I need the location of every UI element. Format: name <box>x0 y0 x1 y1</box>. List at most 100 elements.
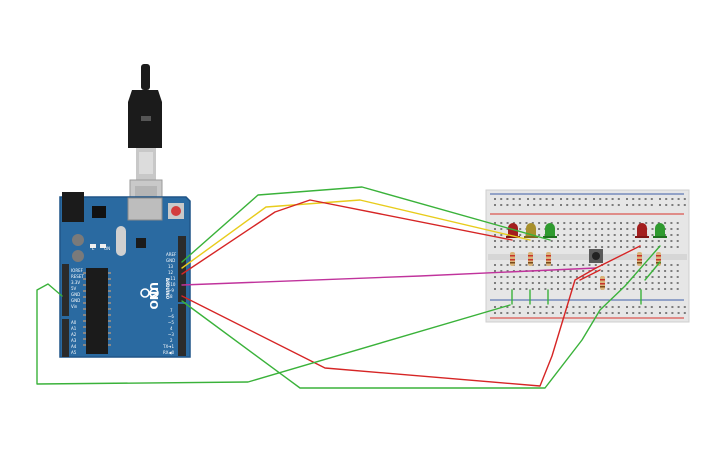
breadboard-hole[interactable] <box>594 282 597 284</box>
breadboard-hole[interactable] <box>613 240 616 242</box>
breadboard-hole[interactable] <box>500 312 503 314</box>
breadboard-hole[interactable] <box>538 276 541 278</box>
breadboard-hole[interactable] <box>593 198 595 200</box>
breadboard-hole[interactable] <box>659 312 661 314</box>
breadboard-hole[interactable] <box>611 204 614 206</box>
breadboard-hole[interactable] <box>569 234 572 236</box>
breadboard-hole[interactable] <box>683 198 686 200</box>
breadboard-hole[interactable] <box>500 198 503 200</box>
breadboard-hole[interactable] <box>563 240 566 242</box>
breadboard-hole[interactable] <box>632 222 635 224</box>
breadboard-hole[interactable] <box>607 282 610 284</box>
breadboard-hole[interactable] <box>512 204 515 206</box>
breadboard-hole[interactable] <box>512 282 515 284</box>
breadboard-hole[interactable] <box>645 288 648 290</box>
breadboard-hole[interactable] <box>544 276 547 278</box>
breadboard-hole[interactable] <box>626 270 629 272</box>
breadboard-hole[interactable] <box>578 306 581 308</box>
breadboard-hole[interactable] <box>632 240 635 242</box>
breadboard-hole[interactable] <box>670 240 673 242</box>
breadboard-hole[interactable] <box>519 234 522 236</box>
breadboard-hole[interactable] <box>638 276 641 278</box>
breadboard-hole[interactable] <box>584 204 587 206</box>
breadboard-hole[interactable] <box>632 234 635 236</box>
breadboard-hole[interactable] <box>588 276 591 278</box>
breadboard-hole[interactable] <box>607 240 610 242</box>
breadboard-hole[interactable] <box>494 240 496 242</box>
breadboard-hole[interactable] <box>638 204 641 206</box>
breadboard-hole[interactable] <box>638 288 641 290</box>
breadboard-hole[interactable] <box>506 198 509 200</box>
breadboard-hole[interactable] <box>506 228 509 230</box>
breadboard-hole[interactable] <box>494 270 496 272</box>
breadboard-hole[interactable] <box>582 282 585 284</box>
breadboard-hole[interactable] <box>531 264 534 266</box>
breadboard-hole[interactable] <box>550 276 553 278</box>
wire-magenta-pin10[interactable] <box>181 267 597 286</box>
breadboard-hole[interactable] <box>620 264 622 266</box>
breadboard-hole[interactable] <box>651 264 654 266</box>
breadboard-hole[interactable] <box>644 312 647 314</box>
breadboard-hole[interactable] <box>569 246 572 248</box>
breadboard-hole[interactable] <box>544 282 547 284</box>
breadboard-hole[interactable] <box>676 288 679 290</box>
breadboard-hole[interactable] <box>539 198 542 200</box>
breadboard-hole[interactable] <box>500 246 503 248</box>
breadboard-hole[interactable] <box>500 288 503 290</box>
breadboard-hole[interactable] <box>557 270 559 272</box>
breadboard-hole[interactable] <box>566 312 569 314</box>
breadboard-hole[interactable] <box>506 306 509 308</box>
breadboard-hole[interactable] <box>626 276 629 278</box>
breadboard-hole[interactable] <box>626 306 628 308</box>
breadboard-hole[interactable] <box>657 288 660 290</box>
breadboard-hole[interactable] <box>531 288 534 290</box>
breadboard-hole[interactable] <box>539 312 542 314</box>
breadboard-hole[interactable] <box>550 240 553 242</box>
breadboard-hole[interactable] <box>525 282 528 284</box>
breadboard-hole[interactable] <box>563 228 566 230</box>
breadboard-hole[interactable] <box>671 306 674 308</box>
breadboard-hole[interactable] <box>588 228 591 230</box>
breadboard-hole[interactable] <box>527 312 529 314</box>
breadboard-hole[interactable] <box>626 288 629 290</box>
breadboard-hole[interactable] <box>638 270 641 272</box>
breadboard-hole[interactable] <box>538 264 541 266</box>
breadboard-hole[interactable] <box>650 312 653 314</box>
breadboard-hole[interactable] <box>632 204 635 206</box>
breadboard-hole[interactable] <box>538 234 541 236</box>
breadboard-hole[interactable] <box>664 276 667 278</box>
breadboard-hole[interactable] <box>544 288 547 290</box>
breadboard-hole[interactable] <box>657 222 660 224</box>
breadboard-hole[interactable] <box>512 198 515 200</box>
breadboard-hole[interactable] <box>670 234 673 236</box>
breadboard-hole[interactable] <box>588 222 591 224</box>
breadboard-hole[interactable] <box>651 228 654 230</box>
breadboard-hole[interactable] <box>670 282 673 284</box>
breadboard-hole[interactable] <box>607 234 610 236</box>
breadboard-hole[interactable] <box>671 312 674 314</box>
breadboard-hole[interactable] <box>670 276 673 278</box>
breadboard-hole[interactable] <box>677 204 680 206</box>
breadboard-hole[interactable] <box>525 288 528 290</box>
breadboard-hole[interactable] <box>531 240 534 242</box>
breadboard-hole[interactable] <box>659 204 661 206</box>
breadboard-hole[interactable] <box>566 204 569 206</box>
breadboard-hole[interactable] <box>519 264 522 266</box>
breadboard-hole[interactable] <box>518 306 521 308</box>
breadboard-hole[interactable] <box>569 288 572 290</box>
jumper-green-5[interactable] <box>644 261 661 281</box>
arduino-uno-board[interactable]: UNO ARDUINO AREF GND 13 12 ~11 ~10 ~9 8 … <box>59 192 191 358</box>
breadboard-hole[interactable] <box>538 288 541 290</box>
breadboard-hole[interactable] <box>593 312 595 314</box>
breadboard-hole[interactable] <box>632 306 635 308</box>
breadboard-hole[interactable] <box>626 264 629 266</box>
breadboard-hole[interactable] <box>572 306 575 308</box>
breadboard-hole[interactable] <box>512 246 515 248</box>
breadboard-hole[interactable] <box>645 264 648 266</box>
breadboard-hole[interactable] <box>664 234 667 236</box>
breadboard-hole[interactable] <box>605 204 608 206</box>
breadboard-hole[interactable] <box>494 312 496 314</box>
breadboard-hole[interactable] <box>588 264 591 266</box>
breadboard-hole[interactable] <box>525 222 528 224</box>
breadboard-hole[interactable] <box>560 306 562 308</box>
